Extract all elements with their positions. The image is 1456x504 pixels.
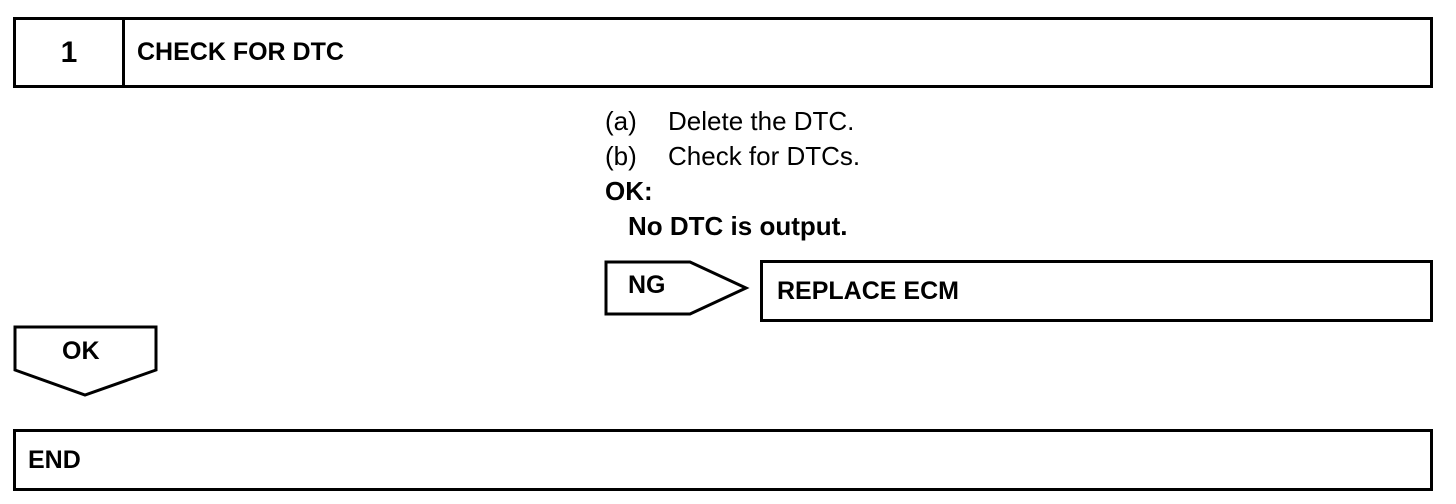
instruction-item: (b) Check for DTCs. bbox=[605, 139, 860, 174]
instruction-text: Delete the DTC. bbox=[668, 106, 855, 136]
ok-result-box: END bbox=[13, 429, 1433, 491]
instruction-text: Check for DTCs. bbox=[668, 141, 861, 171]
ok-arrow-label: OK bbox=[62, 337, 100, 365]
step-title: CHECK FOR DTC bbox=[137, 38, 344, 66]
ok-arrow-shape bbox=[13, 325, 158, 397]
ng-arrow-label: NG bbox=[628, 271, 666, 299]
ok-criteria-heading: OK: bbox=[605, 176, 653, 206]
instruction-label: (a) bbox=[605, 106, 637, 136]
instruction-item: (a) Delete the DTC. bbox=[605, 104, 860, 139]
instruction-label: (b) bbox=[605, 141, 637, 171]
step-number: 1 bbox=[16, 20, 125, 85]
ng-arrow-shape bbox=[604, 260, 750, 316]
ng-result-box: REPLACE ECM bbox=[760, 260, 1433, 322]
ok-criteria-detail: No DTC is output. bbox=[628, 211, 848, 241]
instruction-list: (a) Delete the DTC. (b) Check for DTCs. … bbox=[605, 104, 860, 244]
step-header: 1 CHECK FOR DTC bbox=[13, 17, 1433, 88]
